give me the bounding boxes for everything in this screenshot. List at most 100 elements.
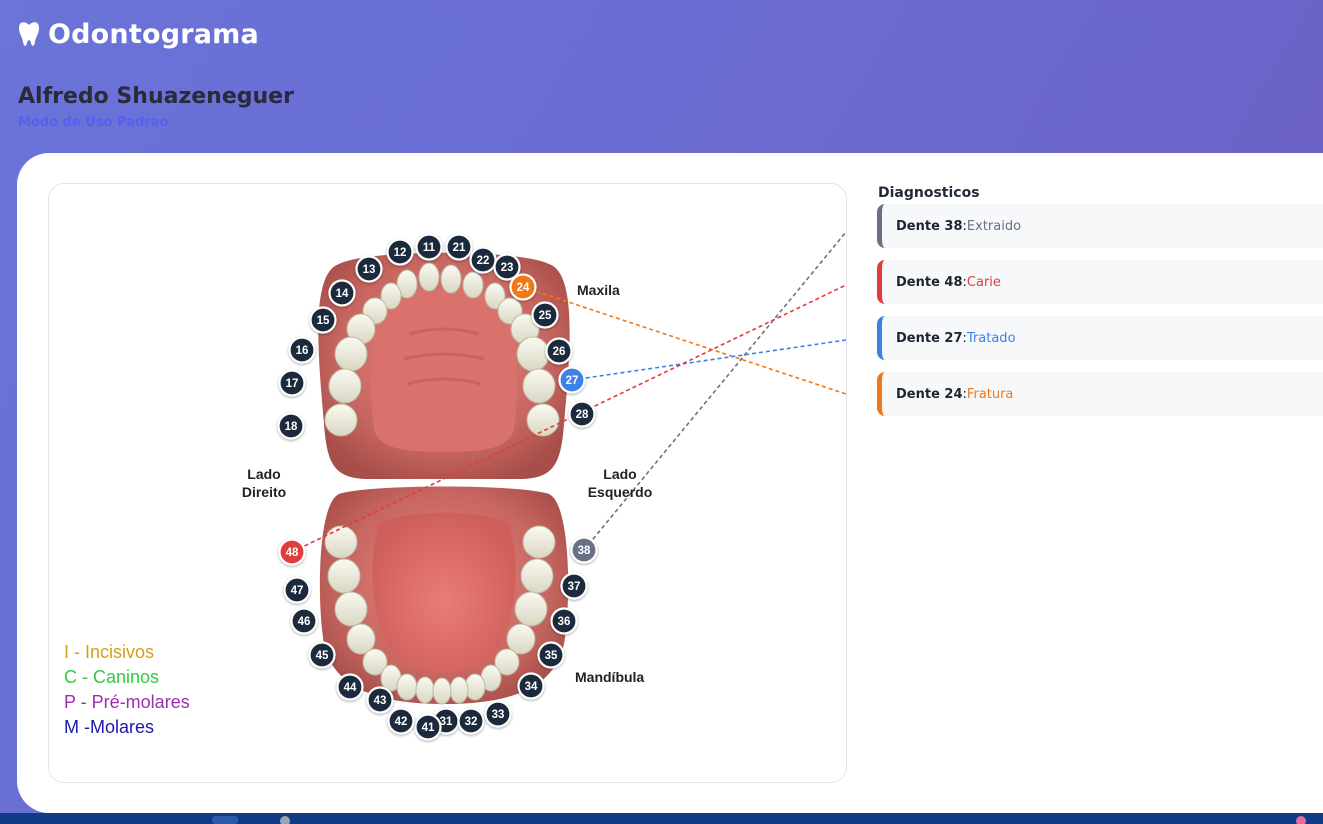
diagnostics-title: Diagnosticos (878, 185, 980, 201)
tooth-marker-37[interactable]: 37 (560, 572, 588, 600)
tooth-marker-23[interactable]: 23 (493, 253, 521, 281)
connector-38 (583, 231, 846, 551)
tooth-shape (520, 558, 554, 594)
tooth-number: 17 (286, 378, 299, 390)
tooth-marker-14[interactable]: 14 (328, 279, 356, 307)
lado-esquerdo-label-2: Esquerdo (588, 484, 653, 500)
tooth-shape (526, 403, 560, 437)
tooth-marker-16[interactable]: 16 (288, 336, 316, 364)
tooth-number: 33 (492, 709, 505, 721)
tooth-number: 38 (578, 545, 591, 557)
tooth-shape (484, 282, 506, 310)
tooth-number: 31 (440, 716, 453, 728)
tooth-marker-41[interactable]: 41 (414, 713, 442, 741)
usage-mode-link[interactable]: Modo de Uso Padrao (18, 115, 169, 130)
tooth-marker-42[interactable]: 42 (387, 707, 415, 735)
tooth-shape (346, 623, 376, 655)
tooth-shape (432, 677, 452, 705)
tooth-marker-18[interactable]: 18 (277, 412, 305, 440)
tooth-marker-21[interactable]: 21 (445, 233, 473, 261)
tooth-shape (380, 282, 402, 310)
tooth-marker-13[interactable]: 13 (355, 255, 383, 283)
diagnostic-tooth: Dente 24 (896, 386, 963, 402)
tooth-shape (440, 264, 462, 294)
tooth-shape (514, 591, 548, 627)
diagnostic-separator: : (962, 218, 967, 234)
tooth-number: 32 (465, 716, 478, 728)
tooth-shape (334, 336, 368, 372)
tooth-number: 11 (423, 242, 436, 254)
diagnostic-status: Carie (966, 274, 1001, 290)
tooth-shape (516, 336, 550, 372)
diagnostic-connectors (291, 231, 846, 553)
tooth-marker-11[interactable]: 11 (415, 233, 443, 261)
tooth-number: 42 (395, 716, 408, 728)
tooth-number: 24 (517, 282, 530, 294)
tooth-number: 37 (568, 581, 581, 593)
app-title: Odontograma (48, 18, 259, 50)
taskbar-icon[interactable] (280, 816, 290, 824)
tooth-marker-35[interactable]: 35 (537, 641, 565, 669)
diagnostic-status: Fratura (966, 386, 1014, 402)
mandibula-label: Mandíbula (575, 669, 644, 685)
diagnostic-tooth: Dente 48 (896, 274, 963, 290)
tooth-marker-27[interactable]: 27 (558, 366, 586, 394)
tooth-number: 13 (363, 264, 376, 276)
tooth-marker-15[interactable]: 15 (309, 306, 337, 334)
tooth-number: 36 (558, 616, 571, 628)
tooth-marker-25[interactable]: 25 (531, 301, 559, 329)
tooth-marker-26[interactable]: 26 (545, 337, 573, 365)
tooth-shape (506, 623, 536, 655)
tooth-number: 48 (286, 547, 299, 559)
app-header: Odontograma (18, 16, 259, 52)
tooth-number: 34 (525, 681, 538, 693)
taskbar-app-button[interactable] (212, 816, 238, 824)
notification-icon[interactable] (1296, 816, 1306, 824)
tooth-number: 12 (394, 247, 407, 259)
tooth-shape (418, 262, 440, 292)
taskbar (0, 813, 1323, 824)
legend-item: P - Pré-molares (64, 692, 190, 712)
diagnostic-item[interactable]: Dente 24: Fratura (877, 372, 1323, 416)
tooth-marker-36[interactable]: 36 (550, 607, 578, 635)
tooth-marker-33[interactable]: 33 (484, 700, 512, 728)
tooth-marker-34[interactable]: 34 (517, 672, 545, 700)
diagnostic-tooth: Dente 27 (896, 330, 963, 346)
diagnostic-item[interactable]: Dente 48: Carie (877, 260, 1323, 304)
tooth-marker-45[interactable]: 45 (308, 641, 336, 669)
tooth-marker-38[interactable]: 38 (570, 536, 598, 564)
patient-name: Alfredo Shuazeneguer (18, 84, 294, 109)
tooth-number: 21 (453, 242, 466, 254)
tooth-marker-43[interactable]: 43 (366, 686, 394, 714)
tooth-number: 14 (336, 288, 349, 300)
legend-item: C - Caninos (64, 667, 159, 687)
connector-24 (522, 286, 846, 395)
tooth-marker-12[interactable]: 12 (386, 238, 414, 266)
tooth-marker-46[interactable]: 46 (290, 607, 318, 635)
tooth-number: 25 (539, 310, 552, 322)
diagnostic-item[interactable]: Dente 27: Tratado (877, 316, 1323, 360)
maxila-label: Maxila (577, 282, 620, 298)
tooth-shape (449, 676, 469, 704)
tooth-marker-28[interactable]: 28 (568, 400, 596, 428)
tooth-shape (328, 368, 362, 404)
tooth-marker-47[interactable]: 47 (283, 576, 311, 604)
tooth-number: 28 (576, 409, 589, 421)
lado-esquerdo-label-1: Lado (603, 466, 636, 482)
tooth-marker-24[interactable]: 24 (509, 273, 537, 301)
tooth-shape (462, 271, 484, 299)
tooth-marker-48[interactable]: 48 (278, 538, 306, 566)
diagnostic-item[interactable]: Dente 38: Extraido (877, 204, 1323, 248)
tooth-number: 46 (298, 616, 311, 628)
tooth-shape (327, 558, 361, 594)
tooth-marker-17[interactable]: 17 (278, 369, 306, 397)
diagnostic-separator: : (962, 386, 967, 402)
tooth-shape (396, 673, 418, 701)
tooth-marker-22[interactable]: 22 (469, 246, 497, 274)
tooth-number: 41 (422, 722, 435, 734)
tooth-marker-32[interactable]: 32 (457, 707, 485, 735)
tooth-marker-44[interactable]: 44 (336, 673, 364, 701)
tooth-number: 45 (316, 650, 329, 662)
